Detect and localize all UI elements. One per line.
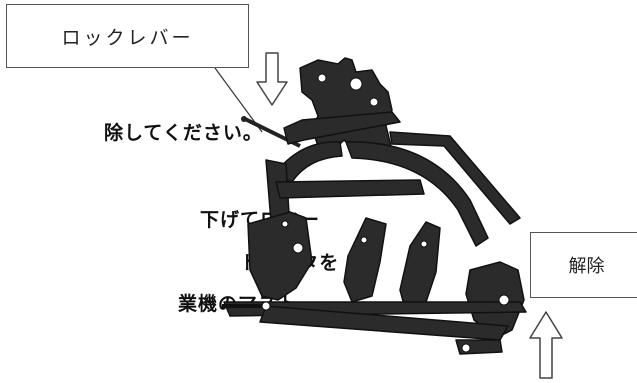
release-label: 解除 bbox=[568, 256, 605, 277]
lock-lever-label: ロックレバー bbox=[61, 26, 194, 49]
down-arrow-icon bbox=[256, 52, 288, 106]
lock-lever-callout: ロックレバー bbox=[6, 4, 249, 68]
up-arrow-icon bbox=[529, 311, 563, 379]
frame bbox=[223, 57, 527, 355]
instruction-text-line-1: 除してください。 bbox=[104, 122, 263, 144]
release-callout: 解除 bbox=[530, 232, 637, 298]
